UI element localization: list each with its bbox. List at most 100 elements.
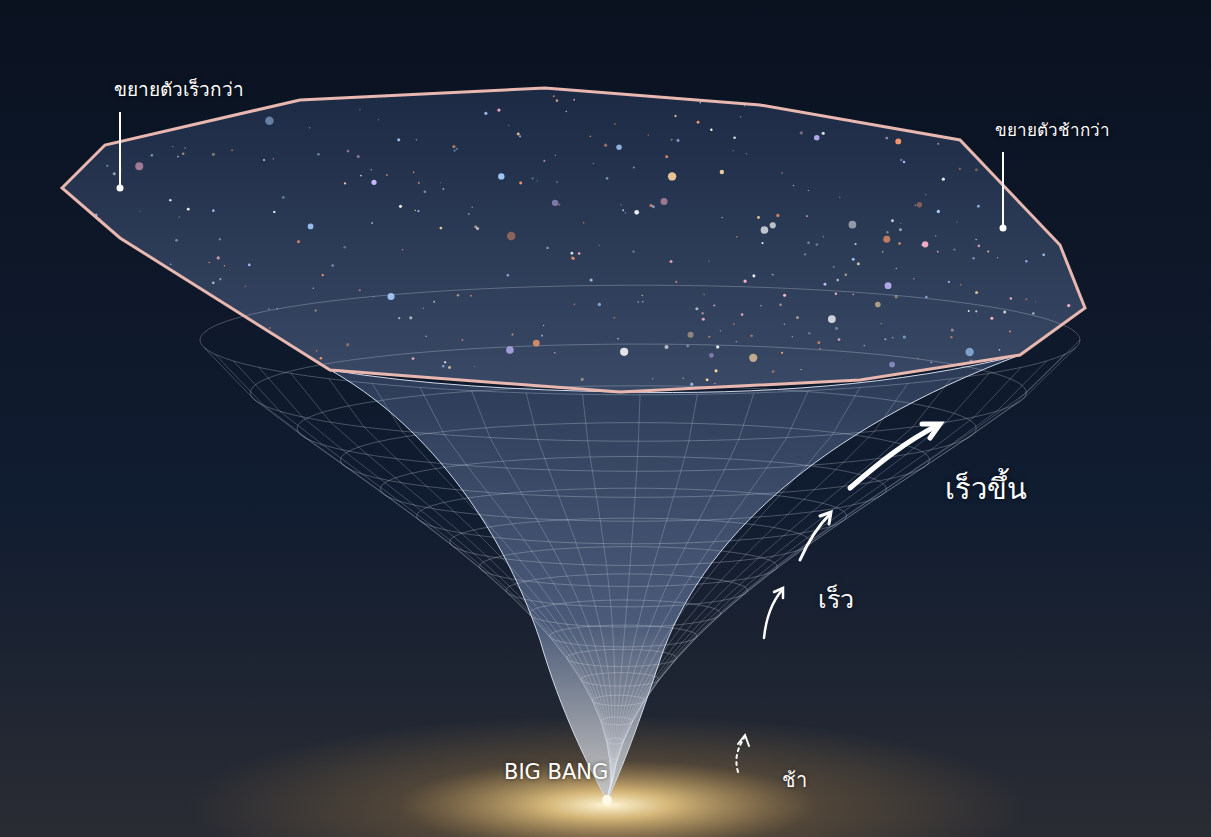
star [317, 153, 320, 156]
star [980, 140, 982, 142]
star [938, 129, 944, 135]
star [418, 182, 420, 184]
star [519, 135, 521, 137]
star [889, 362, 895, 368]
star [224, 265, 225, 266]
grid-line [607, 391, 808, 800]
star [145, 281, 148, 284]
star [975, 169, 978, 172]
star [172, 146, 173, 147]
star [925, 194, 926, 195]
leader-line [119, 112, 121, 186]
star [951, 328, 954, 331]
star [273, 158, 274, 159]
star [517, 132, 520, 135]
star [206, 355, 208, 357]
star [93, 222, 100, 229]
star [1032, 312, 1034, 314]
star [287, 89, 289, 91]
star [665, 155, 668, 158]
star [413, 171, 415, 173]
star [1082, 117, 1085, 120]
star [343, 246, 346, 249]
star [537, 180, 538, 181]
star [885, 282, 892, 289]
star [922, 241, 928, 247]
star [675, 281, 677, 283]
star [416, 139, 417, 140]
star [948, 281, 950, 283]
star [1085, 146, 1087, 148]
star [474, 366, 475, 367]
star [800, 369, 801, 370]
star [217, 256, 220, 259]
star [852, 258, 855, 261]
star [686, 345, 689, 348]
star [277, 308, 278, 309]
star [148, 117, 151, 120]
star [913, 278, 915, 280]
star [454, 150, 456, 152]
star [980, 368, 983, 371]
star [1025, 260, 1027, 262]
star [952, 129, 954, 131]
star [634, 210, 639, 215]
star [77, 148, 80, 151]
star [574, 304, 575, 305]
star [668, 172, 676, 180]
star [268, 308, 270, 310]
grid-line [607, 393, 754, 800]
star [617, 338, 619, 340]
star [800, 131, 803, 134]
star [899, 114, 900, 115]
star [221, 320, 224, 323]
star [572, 257, 575, 260]
star [968, 310, 970, 312]
grid-ring [250, 344, 1026, 441]
star [599, 245, 600, 246]
star [942, 178, 945, 181]
star [761, 226, 769, 234]
star [440, 227, 443, 230]
star [297, 240, 300, 243]
star [417, 210, 419, 212]
star [425, 336, 427, 338]
star [1066, 345, 1069, 348]
star [641, 295, 643, 297]
star [344, 182, 346, 184]
star [371, 180, 376, 185]
star [398, 317, 400, 319]
grid-line [607, 394, 697, 800]
star [456, 148, 458, 150]
star [1007, 148, 1009, 150]
star [925, 296, 928, 299]
star [498, 173, 504, 179]
star [1070, 146, 1073, 149]
star [221, 313, 223, 315]
star [792, 336, 793, 337]
star [182, 310, 184, 312]
star [614, 123, 616, 125]
star [1046, 193, 1054, 201]
star [555, 155, 556, 156]
star [776, 214, 779, 217]
star [784, 323, 786, 325]
grid-line [472, 391, 612, 800]
star [690, 383, 693, 386]
star [814, 135, 820, 141]
star [710, 129, 712, 131]
star [59, 370, 61, 372]
star [640, 84, 643, 87]
annotation-label: เร็ว [818, 585, 854, 615]
star [616, 145, 622, 151]
star [844, 273, 847, 276]
grid-line [329, 379, 611, 800]
star [977, 205, 980, 208]
star [97, 127, 98, 128]
star [999, 349, 1001, 351]
star [570, 252, 573, 255]
star [1042, 253, 1045, 256]
star [399, 205, 402, 208]
